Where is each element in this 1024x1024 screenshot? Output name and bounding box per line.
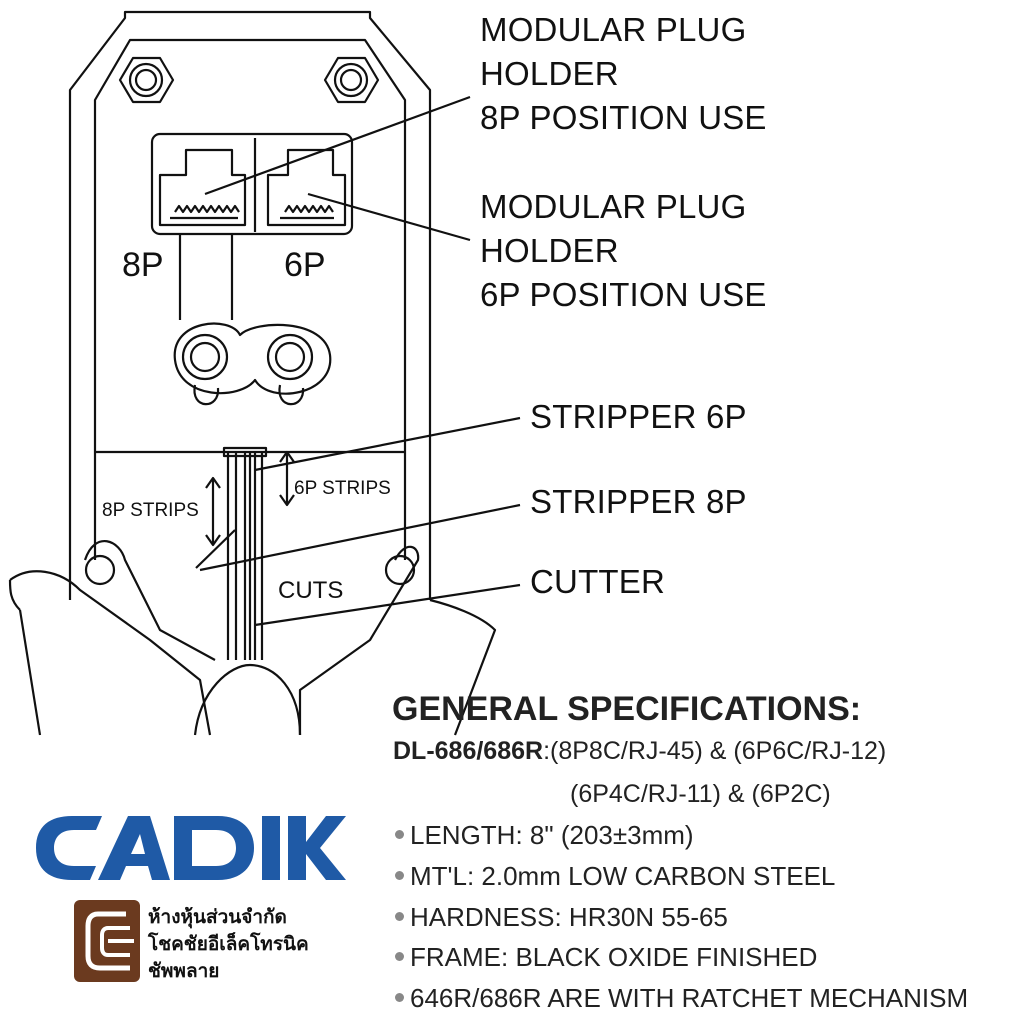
label-die-8p: 8P [122, 246, 164, 284]
handle-right [298, 545, 497, 736]
blade [226, 452, 252, 660]
label-die-6p: 6P [284, 246, 326, 284]
company-name: ห้างหุ้นส่วนจำกัด โชคชัยอีเล็คโทรนิค ชัพ… [148, 907, 309, 982]
callout-plug-holder-8p: MODULAR PLUG HOLDER 8P POSITION USE [480, 11, 767, 136]
die-6p [266, 148, 347, 227]
label-8p-strips: 8P STRIPS [102, 500, 199, 521]
compat-line-2: (6P4C/RJ-11) & (6P2C) [570, 780, 831, 808]
die-block [150, 132, 354, 236]
spec-item: FRAME: BLACK OXIDE FINISHED [395, 942, 817, 973]
handle-left [8, 570, 212, 736]
callout-plug-holder-6p: MODULAR PLUG HOLDER 6P POSITION USE [480, 188, 767, 313]
bullet-icon [395, 829, 404, 839]
bullet-icon [395, 870, 404, 880]
callout-cutter: CUTTER [530, 563, 666, 600]
specs-title: GENERAL SPECIFICATIONS: [392, 690, 862, 728]
bolt-left [118, 56, 175, 104]
model-line: DL-686/686R:(8P8C/RJ-45) & (6P6C/RJ-12) [393, 737, 886, 766]
spec-item: HARDNESS: HR30N 55-65 [395, 902, 728, 933]
label-6p-strips: 6P STRIPS [294, 478, 391, 499]
spec-item: 646R/686R ARE WITH RATCHET MECHANISM [395, 983, 968, 1014]
bullet-icon [395, 911, 404, 921]
bullet-icon [395, 951, 404, 961]
pivot-pins [173, 322, 332, 395]
cadik-logo [36, 816, 346, 880]
bolt-right [323, 56, 380, 104]
crimp-tool-diagram [8, 10, 521, 736]
callout-stripper-8p: STRIPPER 8P [530, 483, 747, 520]
arrow-8p-strips [205, 476, 221, 547]
compat-line-1: :(8P8C/RJ-45) & (6P6C/RJ-12) [543, 737, 887, 765]
model-number: DL-686/686R [393, 737, 544, 765]
spec-item: LENGTH: 8" (203±3mm) [395, 820, 694, 851]
tool-head-outline [68, 10, 432, 600]
bullet-icon [395, 992, 404, 1002]
label-cuts: CUTS [278, 577, 344, 604]
arrow-6p-strips [279, 450, 295, 507]
die-8p [158, 148, 247, 227]
spec-item: MT'L: 2.0mm LOW CARBON STEEL [395, 861, 835, 892]
callout-stripper-6p: STRIPPER 6P [530, 398, 747, 435]
company-logo-mark [74, 900, 140, 982]
